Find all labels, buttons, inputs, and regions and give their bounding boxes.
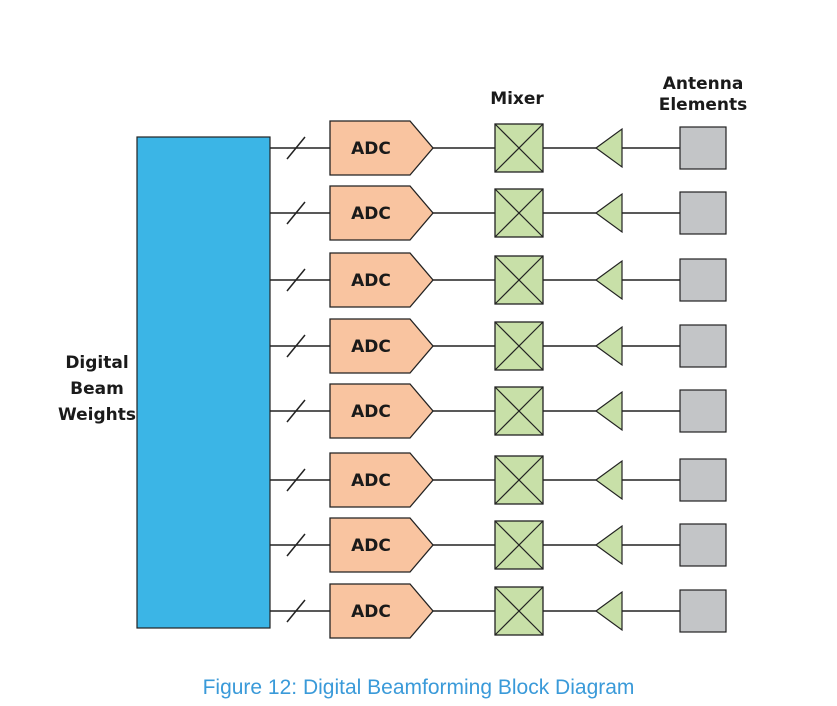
antenna-element <box>679 258 727 302</box>
mixer-cross-line <box>494 386 544 436</box>
bus-slash <box>286 201 306 225</box>
adc-block <box>329 452 434 508</box>
adc-label: ADC <box>351 471 391 491</box>
adc-label: ADC <box>351 271 391 291</box>
adc-label: ADC <box>351 139 391 159</box>
channel-group: ADC ADC ADC ADC ADC ADC ADC ADC <box>270 120 727 639</box>
bus-slash <box>286 468 306 492</box>
antenna-element <box>679 126 727 170</box>
amplifier-triangle <box>594 390 623 432</box>
mixer-cross-line <box>494 321 544 371</box>
adc-label: ADC <box>351 204 391 224</box>
amplifier-triangle <box>594 459 623 501</box>
adc-block <box>329 517 434 573</box>
adc-block <box>329 383 434 439</box>
weights-label-line1: Digital <box>65 353 128 373</box>
adc-block <box>329 185 434 241</box>
bus-slash <box>286 136 306 160</box>
adc-label: ADC <box>351 602 391 622</box>
mixer-cross-line <box>494 255 544 305</box>
figure-caption: Figure 12: Digital Beamforming Block Dia… <box>202 676 635 699</box>
antenna-element <box>679 389 727 433</box>
amplifier-triangle <box>594 590 623 632</box>
antenna-element <box>679 523 727 567</box>
adc-block <box>329 583 434 639</box>
amplifier-triangle <box>594 259 623 301</box>
mixer-cross-line <box>494 188 544 238</box>
adc-label: ADC <box>351 536 391 556</box>
mixer-cross-line <box>494 586 544 636</box>
antenna-element <box>679 191 727 235</box>
bus-slash <box>286 533 306 557</box>
adc-label: ADC <box>351 402 391 422</box>
amplifier-triangle <box>594 127 623 169</box>
weights-label-line3: Weights <box>58 405 136 425</box>
antenna-element <box>679 589 727 633</box>
amplifier-triangle <box>594 325 623 367</box>
weights-label-line2: Beam <box>70 379 124 399</box>
mixer-cross-line <box>494 455 544 505</box>
mixer-cross-line <box>494 520 544 570</box>
adc-block <box>329 252 434 308</box>
antenna-element <box>679 458 727 502</box>
antenna-element <box>679 324 727 368</box>
adc-label: ADC <box>351 337 391 357</box>
adc-block <box>329 120 434 176</box>
bus-slash <box>286 399 306 423</box>
antenna-label-line1: Antenna <box>663 74 744 94</box>
amplifier-triangle <box>594 192 623 234</box>
mixer-label: Mixer <box>490 89 544 109</box>
bus-slash <box>286 599 306 623</box>
antenna-label-line2: Elements <box>659 95 748 115</box>
bus-slash <box>286 268 306 292</box>
adc-block <box>329 318 434 374</box>
amplifier-triangle <box>594 524 623 566</box>
mixer-cross-line <box>494 123 544 173</box>
digital-beam-weights-block <box>136 136 271 629</box>
bus-slash <box>286 334 306 358</box>
